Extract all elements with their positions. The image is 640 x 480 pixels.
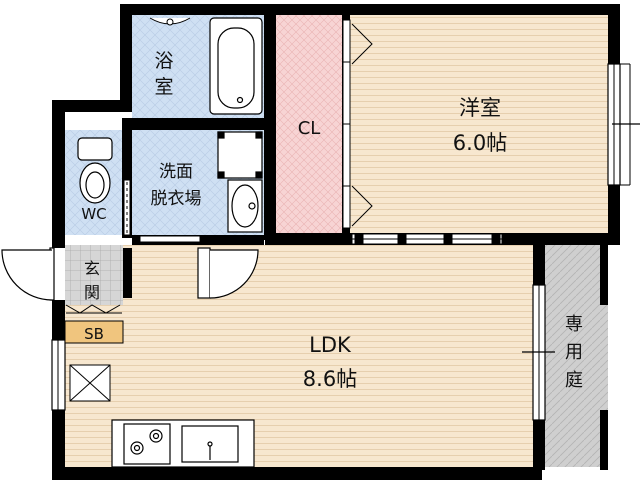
window-ldk-garden	[522, 284, 555, 421]
hall-door[interactable]	[197, 247, 259, 299]
washroom-label: 洗面	[159, 162, 193, 182]
entrance-step	[65, 304, 122, 314]
window-ldk-west	[51, 339, 66, 411]
bath-mirror-icon	[149, 17, 191, 26]
window-west-room	[607, 63, 640, 186]
hallway-floor	[132, 245, 204, 297]
bathtub-icon	[209, 17, 263, 115]
washbasin-icon	[227, 179, 263, 233]
garden-label: 用	[565, 342, 583, 363]
shoe-box-label: SB	[84, 325, 104, 343]
washroom-label: 脱衣場	[151, 189, 202, 209]
sliding-door-west-room[interactable]	[351, 233, 503, 245]
ldk-name: LDK	[309, 333, 352, 357]
toilet-label: WC	[81, 205, 106, 223]
washing-machine-icon	[217, 131, 263, 179]
entrance-label: 玄	[84, 259, 100, 278]
entrance-floor	[65, 245, 123, 305]
garden-floor	[545, 245, 608, 467]
toilet-door[interactable]	[123, 179, 131, 236]
entrance-label: 関	[84, 283, 100, 302]
entrance-door[interactable]	[1, 247, 55, 301]
stove-icon	[123, 423, 171, 465]
garden-label: 庭	[565, 370, 583, 391]
bath-label: 室	[154, 76, 173, 98]
closet-doors[interactable]	[342, 19, 373, 229]
western-room-floor	[350, 15, 608, 233]
toilet-icon	[77, 137, 113, 204]
walls	[52, 4, 620, 480]
bath-label: 浴	[154, 50, 173, 72]
kitchen-sink-icon	[181, 425, 239, 463]
closet-label: CL	[298, 118, 321, 139]
garden-label: 専	[565, 314, 583, 335]
shoe-box	[64, 320, 124, 344]
western-room-size: 6.0帖	[453, 131, 507, 155]
ventilation-fan-icon	[69, 364, 111, 402]
closet-floor	[276, 15, 342, 233]
ldk-size: 8.6帖	[303, 367, 357, 391]
western-room-name: 洋室	[459, 96, 501, 120]
washroom-door[interactable]	[139, 235, 201, 243]
